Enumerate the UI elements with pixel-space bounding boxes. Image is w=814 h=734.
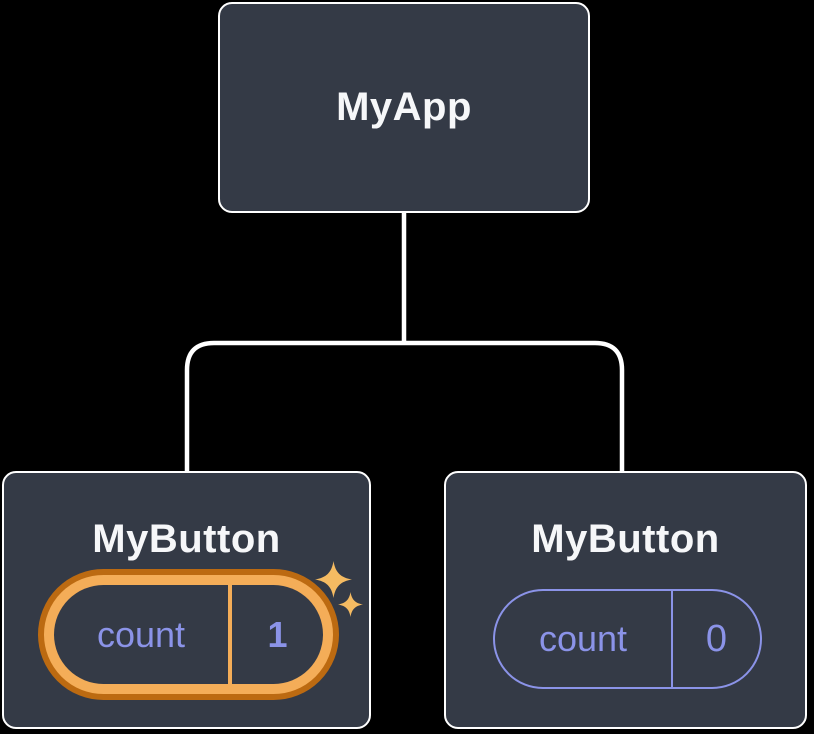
tree-node-myapp: MyApp [218, 2, 590, 213]
node-label-mybutton-left: MyButton [92, 517, 281, 561]
tree-node-mybutton-left: MyButton count 1 [2, 471, 371, 729]
node-label-myapp: MyApp [336, 85, 472, 129]
state-key-label: count [96, 613, 186, 655]
state-pill-left: count 1 [54, 585, 323, 684]
pill-divider [671, 591, 673, 687]
state-value: 0 [705, 617, 728, 660]
state-pill-right: count 0 [493, 589, 762, 689]
node-label-mybutton-right: MyButton [531, 517, 720, 561]
sparkle-icon-small [338, 592, 363, 617]
tree-node-mybutton-right: MyButton count 0 [444, 471, 807, 729]
state-key-label: count [538, 618, 628, 659]
state-value: 1 [267, 613, 288, 655]
state-pill-highlight-ring: count 1 [38, 569, 339, 700]
pill-divider [228, 585, 232, 684]
